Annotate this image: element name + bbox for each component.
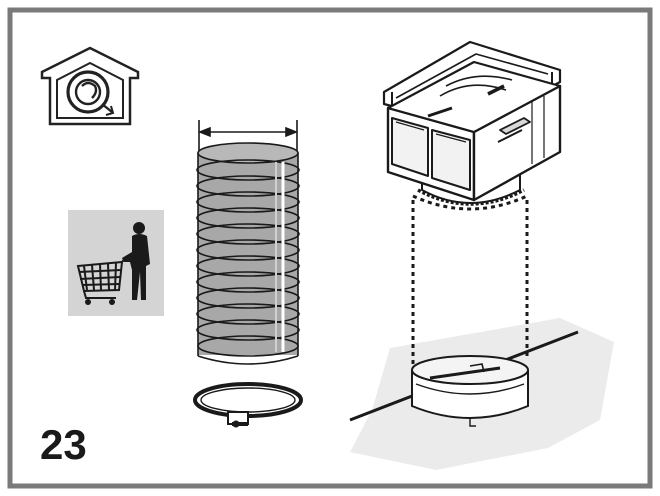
flexible-duct xyxy=(196,142,300,365)
house-recirculation-icon xyxy=(40,46,140,126)
alignment-guides xyxy=(411,194,529,366)
diameter-dimension xyxy=(197,120,299,152)
hose-clamp xyxy=(193,382,303,428)
air-deflector xyxy=(382,40,562,206)
shopping-cart-person-icon xyxy=(68,210,164,316)
step-number: 23 xyxy=(40,421,87,468)
flange-connector xyxy=(411,355,529,427)
